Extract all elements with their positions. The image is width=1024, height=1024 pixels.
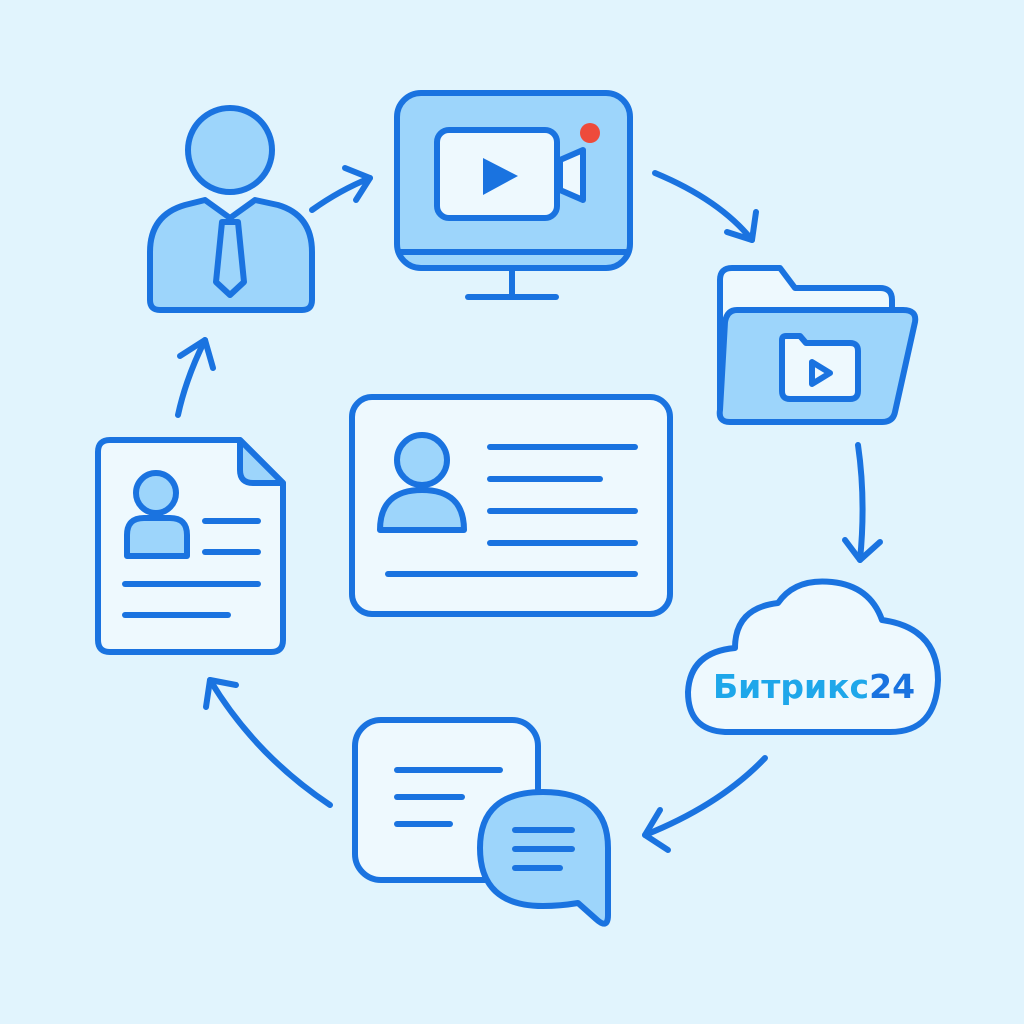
video-folder-icon bbox=[716, 265, 919, 425]
person-icon bbox=[147, 105, 315, 313]
arrow-document-to-person bbox=[175, 337, 216, 418]
chat-icon bbox=[352, 717, 611, 927]
record-dot-icon bbox=[580, 123, 600, 143]
arrow-monitor-to-folder bbox=[652, 170, 759, 243]
bitrix24-logo: Битрикс24 bbox=[713, 667, 915, 706]
arrow-chat-to-document bbox=[203, 677, 333, 808]
arrow-person-to-monitor bbox=[309, 165, 373, 213]
cloud-icon: Битрикс24 bbox=[685, 578, 941, 735]
profile-card-icon bbox=[349, 394, 673, 617]
resume-document-icon bbox=[95, 437, 286, 655]
play-icon bbox=[483, 158, 518, 195]
video-monitor-icon bbox=[394, 90, 633, 300]
arrow-folder-to-cloud bbox=[842, 442, 883, 563]
arrow-cloud-to-chat bbox=[642, 755, 768, 853]
flow-arrows bbox=[175, 165, 883, 853]
